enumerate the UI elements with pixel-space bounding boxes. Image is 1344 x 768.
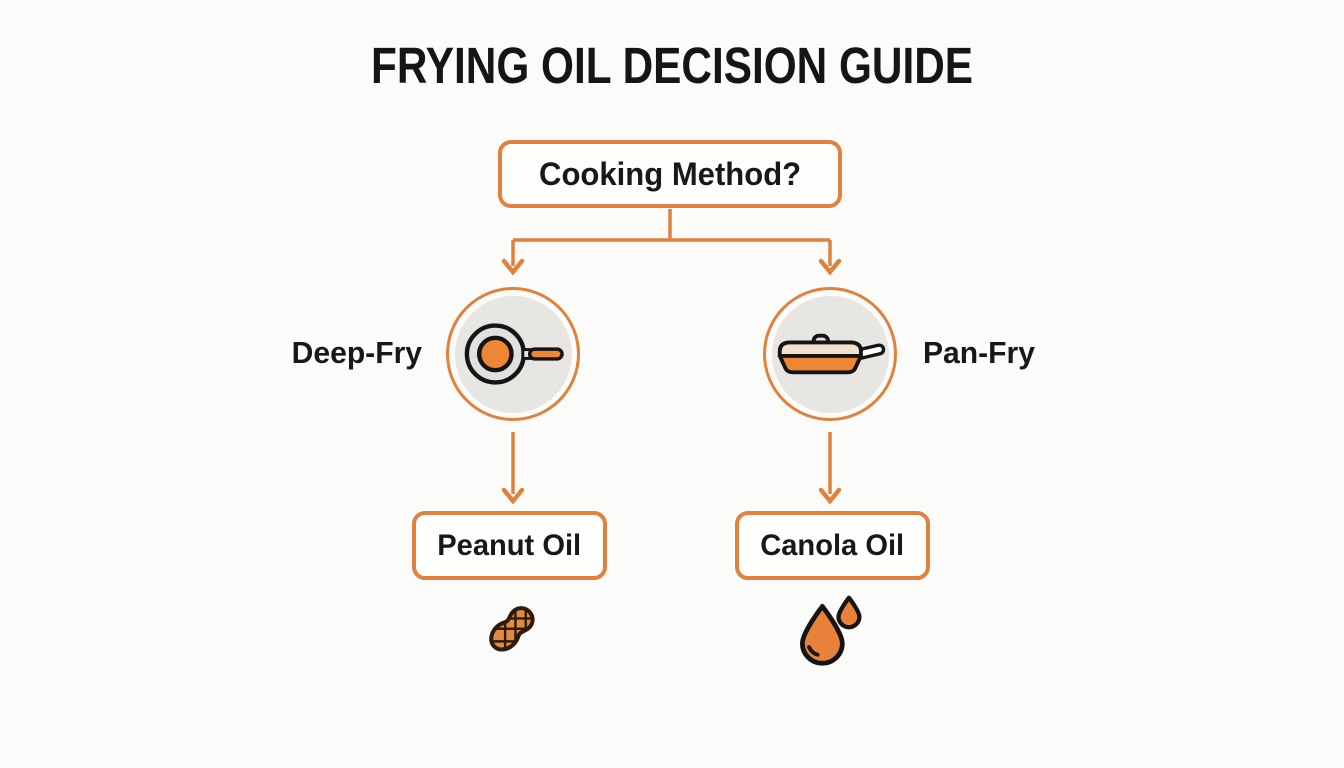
- left-result-arrowhead-icon: [501, 487, 525, 505]
- left-branch-arrowhead-icon: [501, 258, 525, 276]
- page-title: FRYING OIL DECISION GUIDE: [370, 37, 974, 94]
- oil-drops-icon: [800, 595, 862, 666]
- decision-node-cooking-method: Cooking Method?: [498, 140, 842, 208]
- branch-label-pan-fry: Pan-Fry: [923, 335, 1035, 370]
- pan-fry-skillet-side-view-icon: [777, 333, 886, 375]
- decision-node-label: Cooking Method?: [538, 155, 802, 192]
- method-node-pan-fry-background: [771, 295, 889, 413]
- result-node-canola-oil-label: Canola Oil: [760, 528, 905, 562]
- method-node-deep-fry: [446, 287, 580, 421]
- peanut-icon: [486, 603, 538, 656]
- method-node-pan-fry: [763, 287, 897, 421]
- deep-fry-pan-top-view-icon: [464, 323, 564, 385]
- right-result-arrowhead-icon: [818, 487, 842, 505]
- method-node-deep-fry-background: [454, 295, 572, 413]
- right-branch-arrowhead-icon: [818, 258, 842, 276]
- result-node-canola-oil: Canola Oil: [735, 511, 930, 580]
- result-node-peanut-oil-label: Peanut Oil: [437, 528, 582, 562]
- result-node-peanut-oil: Peanut Oil: [412, 511, 607, 580]
- branch-label-deep-fry: Deep-Fry: [291, 335, 422, 370]
